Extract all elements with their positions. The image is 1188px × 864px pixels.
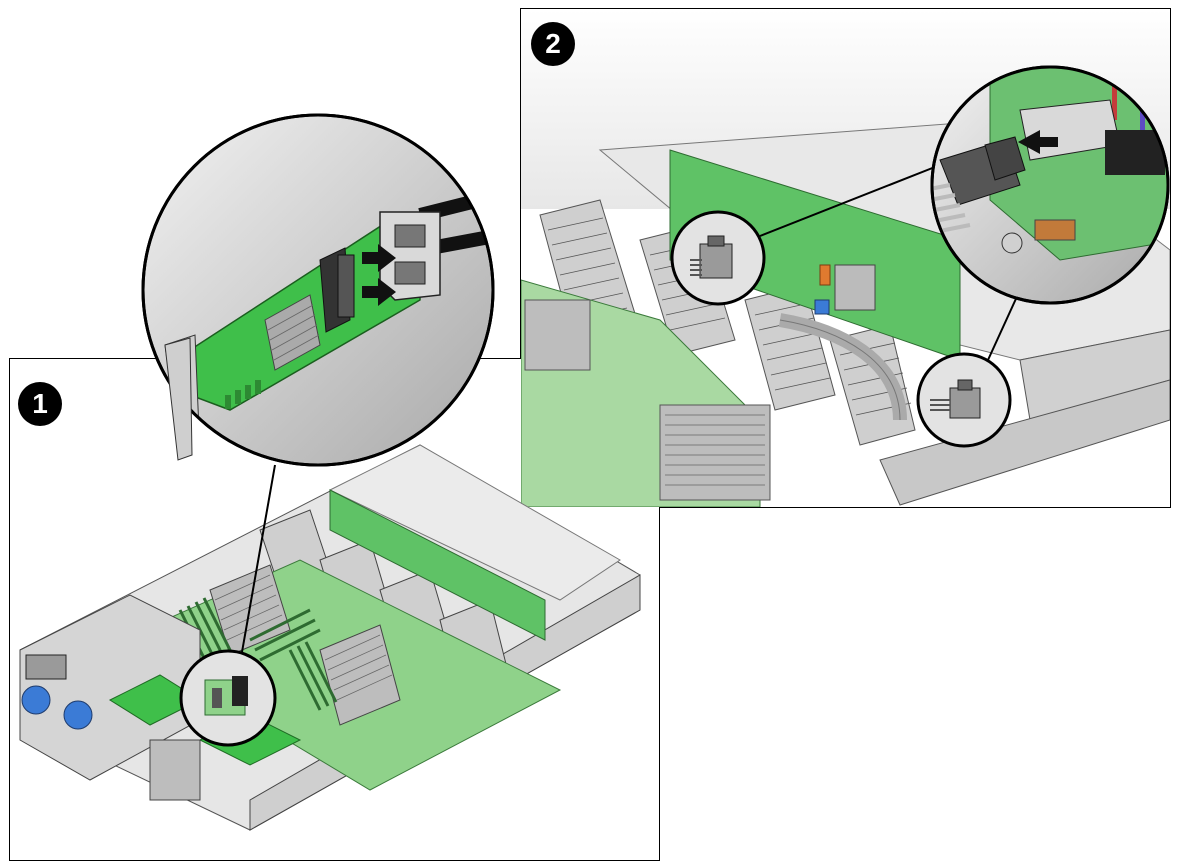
insert-arrow-icon bbox=[1018, 130, 1058, 154]
insert-arrow-icon bbox=[362, 278, 396, 306]
cable-connector-illustration bbox=[932, 67, 1168, 261]
server-chassis-illustration bbox=[19, 444, 641, 831]
cable-connector-illustration bbox=[690, 235, 733, 279]
insert-arrow-icon bbox=[362, 244, 396, 272]
step-1-badge: 1 bbox=[18, 382, 62, 426]
step-2-badge: 2 bbox=[531, 22, 575, 66]
